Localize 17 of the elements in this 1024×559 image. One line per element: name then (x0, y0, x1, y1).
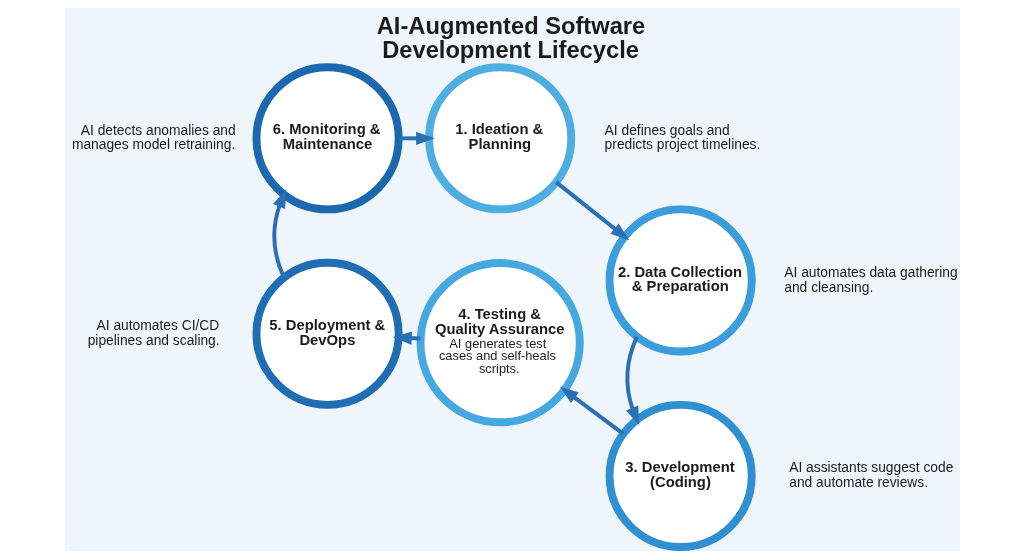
arrow (398, 131, 435, 145)
node-circle: 6. Monitoring & Maintenance (252, 63, 403, 214)
node-label: AI automates data gathering and cleansing. (783, 263, 958, 295)
node-circle: 4. Testing & Quality Assurance AI generates test cases and self-heals scripts. (416, 259, 584, 427)
node-label: AI assistants suggest code and automate reviews. (788, 459, 953, 490)
node-label: AI automates CI/CD pipelines and scaling. (87, 317, 220, 348)
arrow (624, 336, 639, 426)
arrow (559, 386, 624, 436)
node-circle: 1. Ideation & Planning (424, 63, 575, 214)
diagram-title: AI-Augmented Software Development Lifecycle (376, 12, 645, 63)
arrow (554, 180, 629, 241)
node-circle: 2. Data Collection & Preparation (605, 205, 756, 356)
node-label: AI defines goals and predicts project timelines. (604, 121, 760, 153)
node-circle: 3. Development (Coding) (605, 400, 756, 551)
node-label: AI detects anomalies and manages model retraining. (71, 121, 236, 153)
arrow (271, 189, 286, 279)
node-circle: 5. Deployment & DevOps (252, 258, 403, 409)
